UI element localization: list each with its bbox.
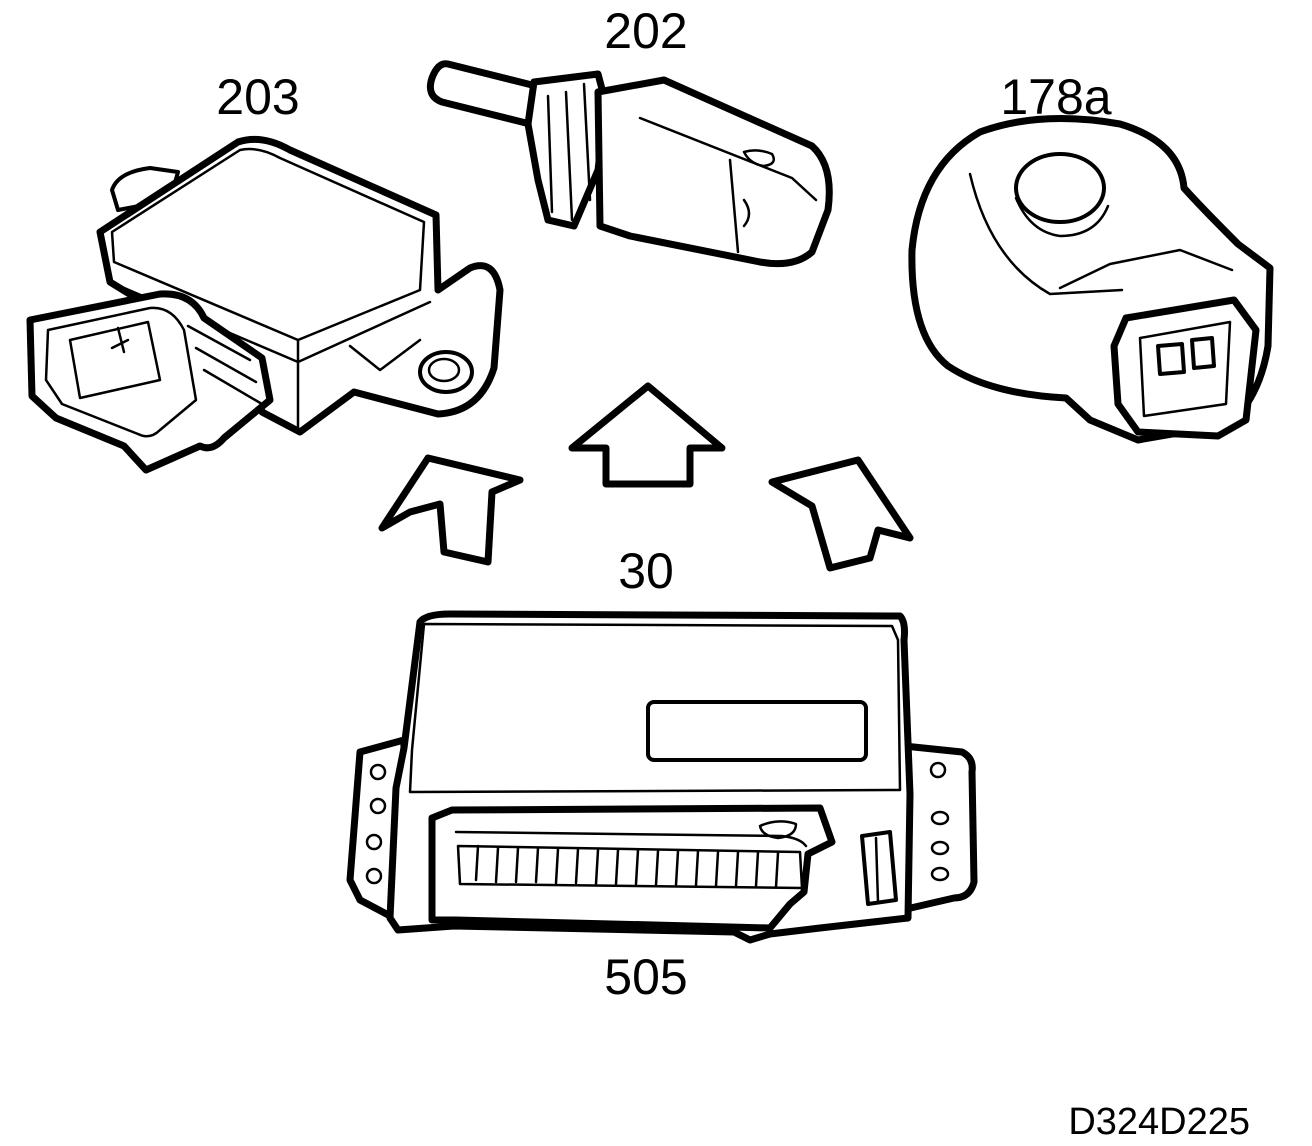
figure-code: D324D225 bbox=[1068, 1101, 1250, 1143]
throttle-position-sensor bbox=[26, 135, 504, 474]
temp-sensor-label: 202 bbox=[604, 3, 687, 59]
arrow-up-right bbox=[768, 456, 914, 572]
knock-sensor bbox=[908, 115, 1274, 444]
arrow-up-center bbox=[568, 382, 726, 488]
control-unit-label: 30 bbox=[618, 543, 674, 599]
control-unit bbox=[346, 610, 978, 944]
coolant-temperature-sensor bbox=[426, 60, 833, 268]
connector-label: 505 bbox=[604, 949, 687, 1005]
arrow-up-left bbox=[378, 454, 524, 566]
knock-sensor-label: 178a bbox=[1000, 69, 1111, 125]
throttle-sensor-label: 203 bbox=[216, 69, 299, 125]
